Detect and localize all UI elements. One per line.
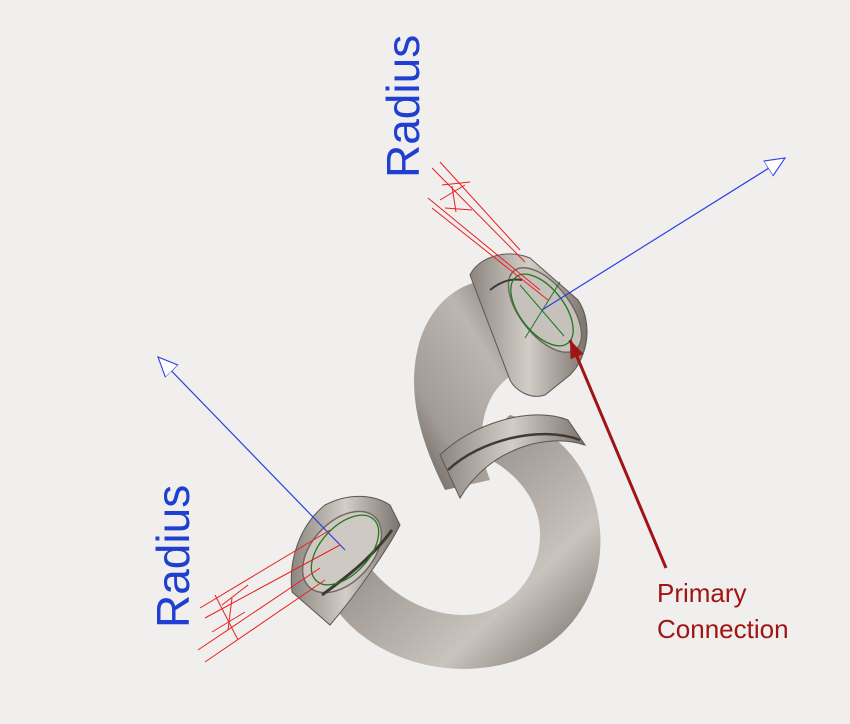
callout-arrow-icon bbox=[568, 339, 668, 569]
bottom-connector[interactable] bbox=[158, 357, 391, 663]
connection-vector-bottom bbox=[158, 357, 346, 551]
circular-connector-icon bbox=[510, 273, 574, 347]
primary-connection-label-line2: Connection bbox=[657, 614, 789, 644]
top-connector[interactable] bbox=[427, 158, 785, 357]
primary-connection-label-line1: Primary bbox=[657, 578, 747, 608]
middle-collar bbox=[439, 414, 587, 500]
radius-dimension-top bbox=[427, 161, 549, 301]
radius-dimension-bottom bbox=[197, 529, 341, 663]
pipe-fitting bbox=[290, 253, 601, 669]
lower-bend bbox=[330, 415, 601, 669]
circular-connector-icon bbox=[310, 514, 380, 586]
connection-vector-top bbox=[541, 158, 785, 311]
radius-label-left: Radius bbox=[147, 485, 199, 628]
radius-label-top: Radius bbox=[377, 35, 429, 178]
